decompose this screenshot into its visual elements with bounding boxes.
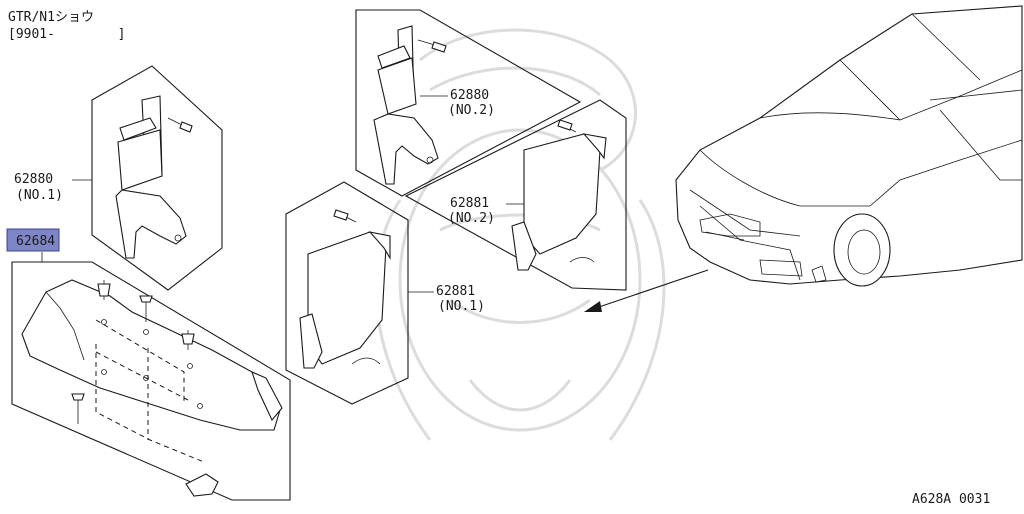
callout-part-number: 62684 bbox=[16, 234, 55, 249]
callout-62881-no1[interactable]: 62881 (NO.1) bbox=[436, 284, 485, 314]
watermark-logo bbox=[374, 28, 666, 441]
direction-arrow bbox=[584, 269, 709, 312]
car-illustration bbox=[675, 5, 1023, 287]
panel-62881-no1 bbox=[285, 181, 409, 405]
callout-62881-no2[interactable]: 62881 (NO.2) bbox=[448, 196, 495, 226]
panel-62880-no1 bbox=[91, 65, 223, 291]
callout-62880-no1[interactable]: 62880 (NO.1) bbox=[14, 172, 63, 203]
figure-code: A628A 0031 bbox=[912, 492, 990, 507]
callout-sub-label: (NO.2) bbox=[448, 103, 495, 118]
callout-62880-no2[interactable]: 62880 (NO.2) bbox=[448, 88, 495, 118]
callout-part-number: 62880 bbox=[14, 172, 53, 187]
callout-sub-label: (NO.1) bbox=[438, 299, 485, 314]
callout-62684[interactable]: 62684 bbox=[6, 228, 60, 252]
callout-highlight-box bbox=[6, 228, 60, 252]
header-model-line: GTR/N1ショウ bbox=[8, 10, 94, 25]
panel-62880-no2 bbox=[355, 9, 582, 197]
header-date-range: [9901- ] bbox=[8, 27, 125, 42]
panel-62684 bbox=[11, 261, 291, 501]
callout-part-number: 62881 bbox=[450, 196, 489, 211]
panel-62881-no2 bbox=[404, 99, 627, 291]
callout-sub-label: (NO.2) bbox=[448, 211, 495, 226]
callout-part-number: 62881 bbox=[436, 284, 475, 299]
callout-sub-label: (NO.1) bbox=[16, 188, 63, 203]
callout-part-number: 62880 bbox=[450, 88, 489, 103]
